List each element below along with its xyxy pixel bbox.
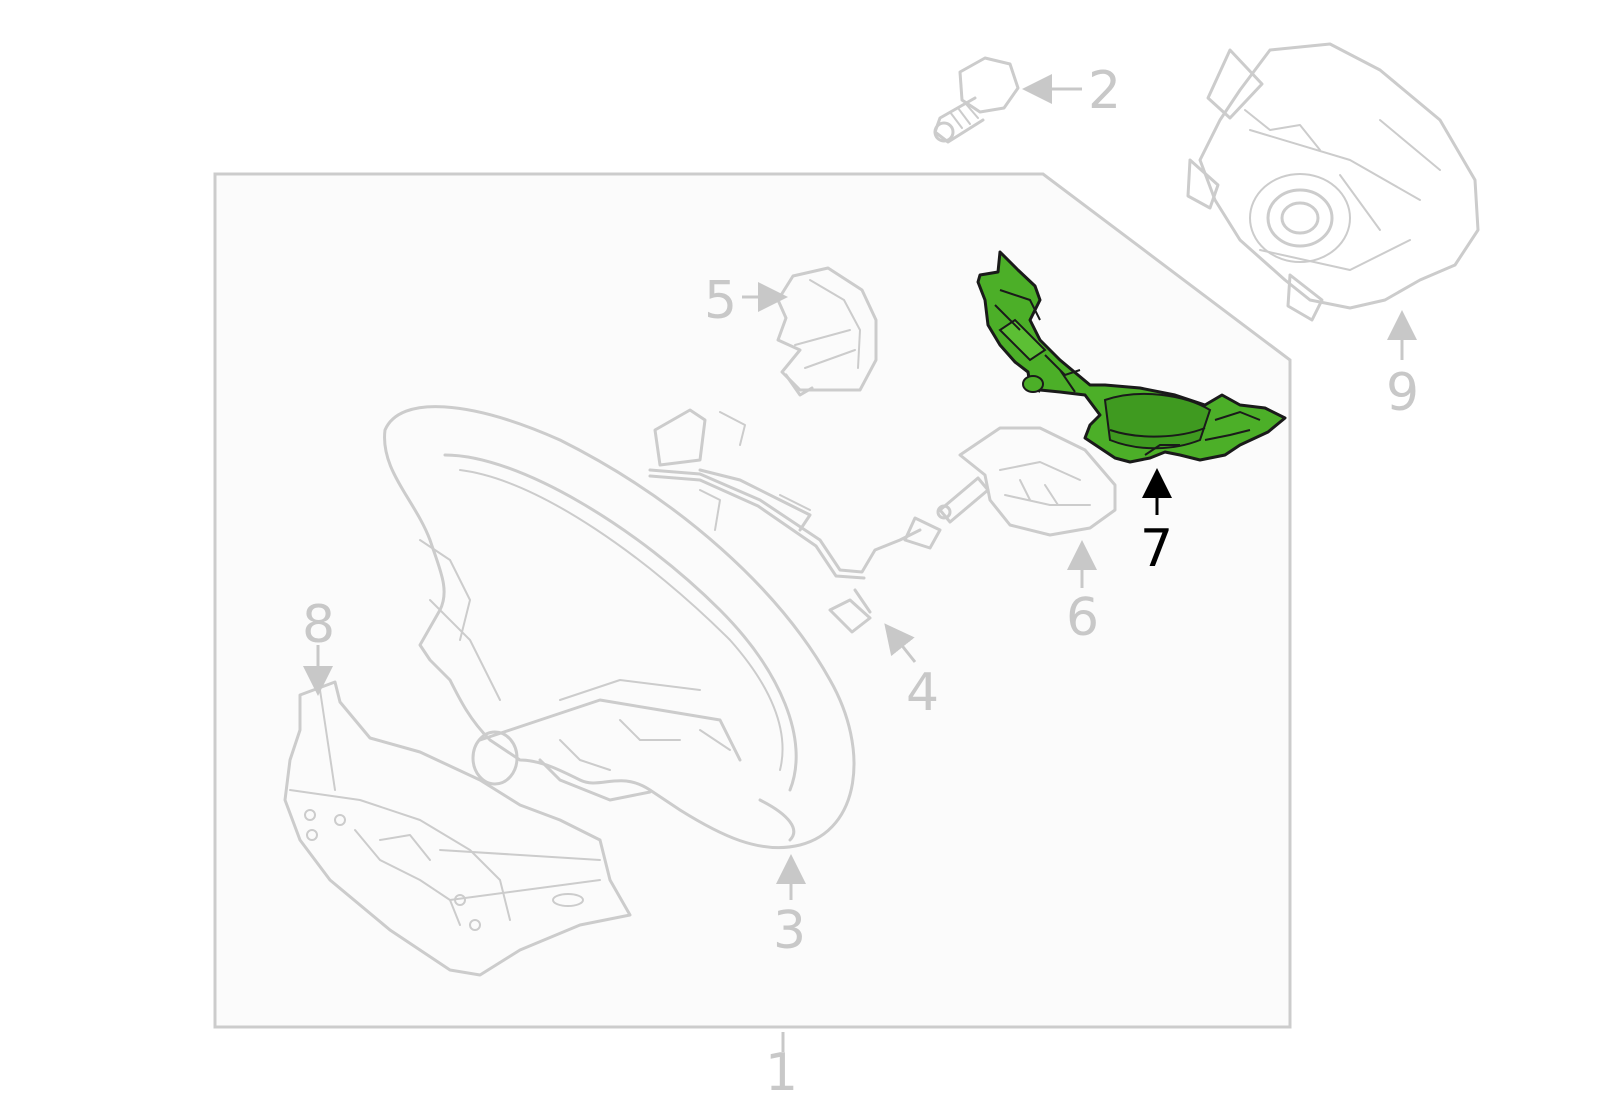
part-4-wiring-harness[interactable] bbox=[648, 408, 942, 634]
callout-5[interactable]: 5 bbox=[704, 271, 737, 331]
part-2-bolt[interactable] bbox=[933, 56, 1020, 144]
part-7-highlighted-cover[interactable] bbox=[976, 250, 1287, 464]
callout-6[interactable]: 6 bbox=[1066, 588, 1099, 648]
callout-7[interactable]: 7 bbox=[1140, 519, 1173, 579]
callout-3[interactable]: 3 bbox=[773, 901, 806, 961]
part-3-steering-wheel[interactable] bbox=[383, 405, 856, 850]
callout-4[interactable]: 4 bbox=[906, 663, 939, 723]
callout-1[interactable]: 1 bbox=[765, 1043, 798, 1099]
part-9-clock-spring[interactable] bbox=[1186, 42, 1480, 322]
assembly-panel bbox=[213, 172, 1292, 1029]
callout-8[interactable]: 8 bbox=[302, 595, 335, 655]
part-6-right-switch[interactable] bbox=[936, 426, 1117, 537]
part-8-lower-cover[interactable] bbox=[283, 680, 632, 977]
leader-4 bbox=[884, 623, 917, 663]
callout-9[interactable]: 9 bbox=[1386, 363, 1419, 423]
part-5-left-switch[interactable] bbox=[776, 266, 878, 397]
callout-2[interactable]: 2 bbox=[1088, 61, 1121, 121]
